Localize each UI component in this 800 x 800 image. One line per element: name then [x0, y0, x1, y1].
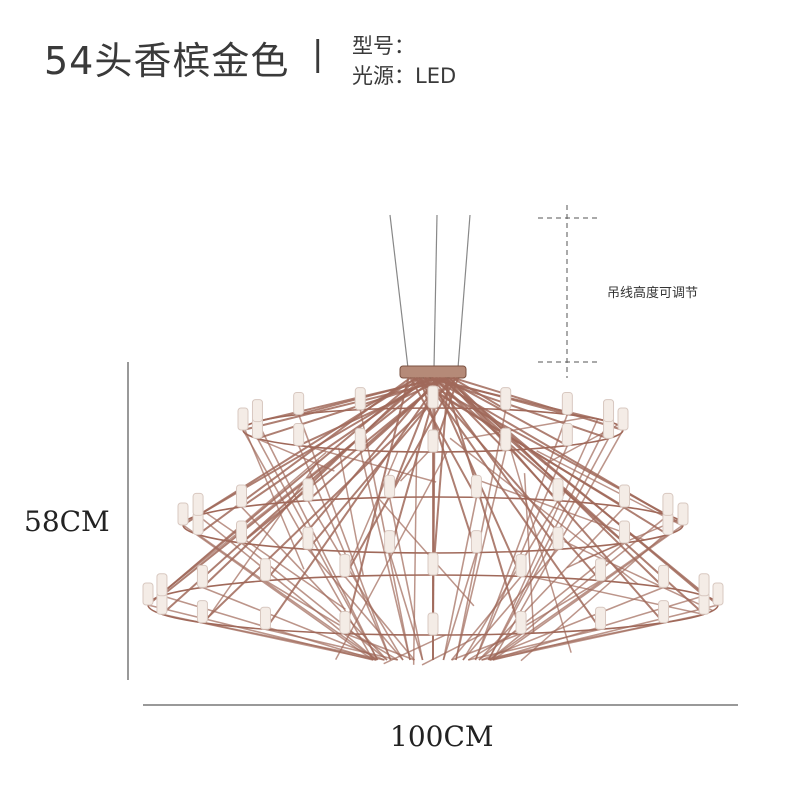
- light-bulb: [178, 503, 188, 525]
- light-bulb: [428, 386, 438, 408]
- light-bulb: [501, 388, 511, 410]
- light-bulb: [620, 485, 630, 507]
- light-bulb: [471, 531, 481, 553]
- light-bulb: [303, 527, 313, 549]
- light-bulb: [596, 559, 606, 581]
- light-bulb: [562, 392, 572, 414]
- light-bulb: [294, 424, 304, 446]
- light-bulb: [238, 408, 248, 430]
- frame-rod: [424, 378, 600, 581]
- height-dimension-label: 58CM: [24, 505, 110, 538]
- light-bulb: [385, 531, 395, 553]
- light-bulb: [596, 607, 606, 629]
- light-bulb: [197, 601, 207, 623]
- light-bulb: [143, 583, 153, 605]
- light-bulb: [197, 565, 207, 587]
- light-bulb: [678, 503, 688, 525]
- light-bulb: [355, 388, 365, 410]
- frame-rod: [445, 378, 704, 596]
- light-bulb: [516, 554, 526, 576]
- light-bulb: [604, 400, 614, 422]
- light-bulb: [193, 493, 203, 515]
- frame-rod: [417, 378, 667, 515]
- light-bulb: [385, 475, 395, 497]
- light-bulb: [303, 479, 313, 501]
- light-bulb: [355, 428, 365, 450]
- light-bulb: [294, 392, 304, 414]
- light-bulb: [260, 607, 270, 629]
- suspension-wires: [390, 215, 470, 368]
- light-bulb: [428, 430, 438, 452]
- light-bulb: [236, 485, 246, 507]
- light-bulb: [618, 408, 628, 430]
- light-bulb: [471, 475, 481, 497]
- light-bulb: [553, 527, 563, 549]
- light-bulb: [553, 479, 563, 501]
- light-bulb: [252, 400, 262, 422]
- light-bulb: [659, 601, 669, 623]
- light-bulb: [501, 428, 511, 450]
- frame-rod: [414, 452, 417, 665]
- light-bulb: [340, 554, 350, 576]
- width-dimension-label: 100CM: [390, 720, 494, 753]
- light-bulb: [516, 612, 526, 634]
- light-bulb: [428, 553, 438, 575]
- light-bulb: [699, 574, 709, 596]
- light-bulb: [659, 565, 669, 587]
- light-bulb: [562, 424, 572, 446]
- light-bulb: [260, 559, 270, 581]
- frame-rod: [308, 501, 403, 660]
- light-bulb: [236, 521, 246, 543]
- adjustable-note: 吊线高度可调节: [607, 282, 698, 301]
- light-bulb: [157, 574, 167, 596]
- frame-rod: [400, 452, 428, 481]
- light-bulb: [713, 583, 723, 605]
- light-bulb: [663, 493, 673, 515]
- adjustable-height-marker: [538, 205, 598, 378]
- light-bulb: [340, 612, 350, 634]
- light-bulb: [620, 521, 630, 543]
- light-bulb: [428, 613, 438, 635]
- canopy-hub: [400, 366, 466, 378]
